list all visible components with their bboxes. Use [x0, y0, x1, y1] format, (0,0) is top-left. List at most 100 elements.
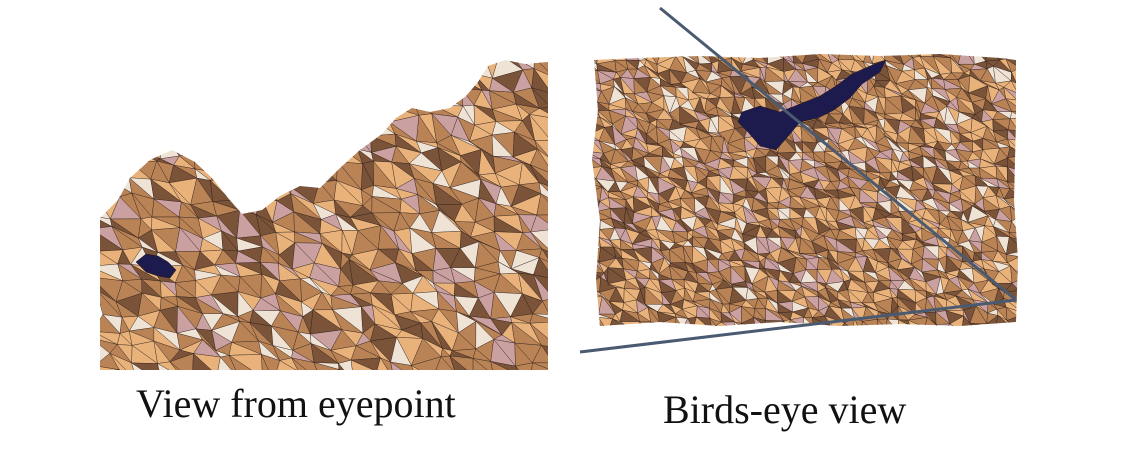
terrain-facet	[100, 146, 119, 162]
terrain-facet	[860, 341, 879, 351]
terrain-facet	[592, 103, 598, 111]
terrain-facet	[271, 104, 292, 124]
terrain-facet	[268, 165, 296, 189]
terrain-facet	[191, 135, 214, 153]
terrain-facet	[860, 334, 878, 343]
terrain-facet	[1019, 118, 1033, 132]
terrain-facet	[231, 75, 259, 92]
terrain-facet	[909, 325, 926, 326]
terrain-facet	[1032, 249, 1046, 263]
terrain-facet	[1021, 156, 1035, 172]
terrain-facet	[337, 96, 360, 120]
terrain-facet	[110, 75, 138, 91]
terrain-facet	[130, 362, 163, 370]
terrain-facet	[317, 60, 343, 73]
terrain-facet	[291, 164, 321, 188]
terrain-facet	[877, 318, 886, 326]
terrain-facet	[1028, 309, 1044, 317]
terrain-facet	[234, 145, 251, 175]
terrain-facet	[1033, 237, 1041, 249]
terrain-facet	[410, 364, 434, 370]
terrain-facet	[132, 113, 163, 135]
terrain-facet	[271, 92, 303, 110]
terrain-facet	[168, 65, 196, 85]
terrain-facet	[603, 338, 613, 347]
terrain-facet	[331, 116, 354, 142]
terrain-facet	[369, 92, 397, 110]
terrain-facet	[1029, 327, 1041, 345]
terrain-facet	[137, 60, 154, 78]
terrain-facet	[550, 254, 578, 264]
terrain-facet	[100, 75, 119, 87]
terrain-facet	[300, 89, 322, 100]
terrain-facet	[352, 85, 375, 111]
terrain-facet	[1020, 251, 1035, 257]
terrain-facet	[1019, 233, 1033, 240]
terrain-facet	[745, 327, 755, 343]
terrain-facet	[368, 107, 396, 123]
terrain-facet	[607, 325, 627, 326]
terrain-facet	[968, 344, 981, 350]
terrain-facet	[1028, 106, 1044, 124]
terrain-facet	[887, 344, 903, 352]
terrain-facet	[995, 330, 1005, 339]
terrain-facet	[210, 76, 233, 84]
water-patch-right	[737, 59, 887, 151]
terrain-facet	[378, 62, 398, 79]
terrain-facet	[692, 316, 714, 326]
terrain-facet	[1023, 251, 1034, 256]
terrain-facet	[432, 356, 456, 370]
terrain-facet	[625, 325, 635, 326]
terrain-facet	[1031, 230, 1041, 243]
terrain-facet	[361, 60, 382, 69]
terrain-facet	[1032, 299, 1048, 313]
terrain-facet	[1034, 97, 1048, 106]
terrain-facet	[253, 60, 282, 67]
terrain-facet	[715, 322, 737, 326]
terrain-facet	[193, 76, 217, 86]
terrain-facet	[1023, 150, 1034, 156]
terrain-facet	[271, 93, 303, 110]
terrain-facet	[529, 362, 548, 370]
terrain-facet	[215, 83, 233, 109]
terrain-facet	[412, 82, 433, 106]
terrain-facet	[1028, 276, 1045, 292]
terrain-facet	[996, 339, 1006, 355]
terrain-facet	[729, 337, 743, 354]
terrain-facet	[551, 108, 579, 125]
terrain-facet	[830, 342, 840, 351]
terrain-facet	[717, 337, 733, 354]
terrain-facet	[741, 341, 757, 353]
terrain-facet	[1034, 256, 1045, 271]
terrain-facet	[551, 119, 578, 141]
terrain-facet	[160, 105, 181, 128]
terrain-facet	[974, 325, 989, 326]
terrain-facet	[212, 133, 236, 146]
terrain-facet	[853, 329, 861, 340]
terrain-facet	[1016, 67, 1018, 84]
terrain-facet	[1017, 93, 1018, 101]
terrain-facet	[221, 103, 235, 115]
terrain-facet	[394, 78, 414, 96]
terrain-facet	[168, 65, 195, 85]
terrain-facet	[269, 60, 298, 78]
terrain-facet	[1019, 290, 1035, 303]
terrain-facet	[309, 78, 335, 91]
terrain-facet	[615, 54, 628, 61]
terrain-facet	[1032, 303, 1048, 312]
terrain-facet	[113, 104, 138, 114]
terrain-facet	[114, 145, 137, 164]
terrain-facet	[592, 315, 602, 326]
terrain-facet	[236, 168, 252, 180]
terrain-facet	[554, 241, 582, 264]
terrain-facet	[434, 87, 464, 107]
terrain-facet	[1005, 54, 1018, 57]
terrain-facet	[136, 90, 162, 109]
terrain-facet	[592, 330, 602, 341]
terrain-facet	[294, 158, 318, 166]
terrain-facet	[261, 135, 273, 156]
terrain-facet	[273, 360, 300, 370]
terrain-facet	[852, 317, 861, 326]
terrain-facet	[494, 375, 518, 392]
terrain-facet	[213, 113, 235, 135]
